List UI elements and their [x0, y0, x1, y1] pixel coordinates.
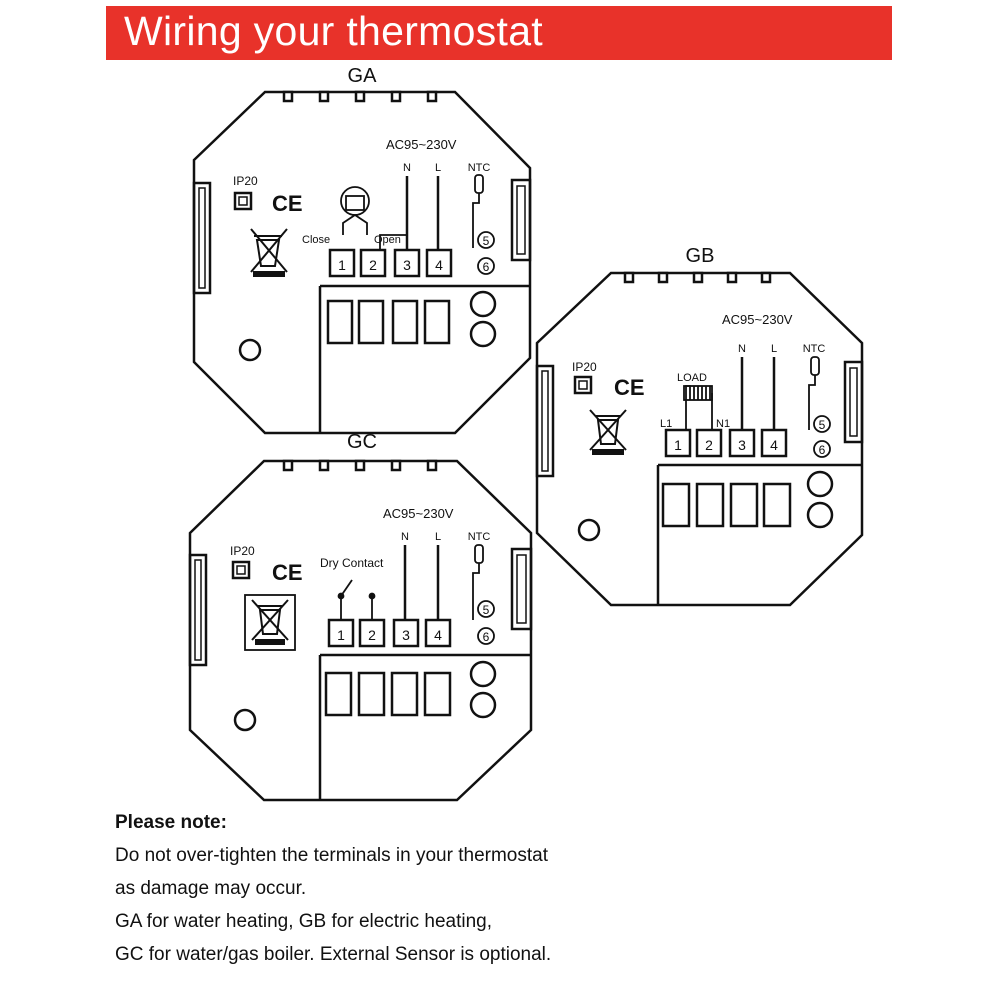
terminal-1-ga: 1	[338, 257, 346, 273]
top-tabs-gb	[623, 271, 772, 284]
mount-hole-gb	[577, 518, 601, 542]
line-l-label-ga: L	[435, 162, 441, 174]
panel-gc: GC IP20 CE AC95~230V N L	[188, 431, 533, 802]
terminal-slots-gb	[661, 482, 792, 528]
terminal-3-gc: 3	[402, 627, 410, 643]
panel-label-gc: GC	[347, 431, 377, 453]
line-n-label-ga: N	[403, 162, 411, 174]
terminal-slots-ga	[326, 299, 451, 345]
please-note-section: Please note: Do not over-tighten the ter…	[115, 806, 715, 971]
note-line: GA for water heating, GB for electric he…	[115, 911, 493, 932]
terminal-1-gb: 1	[674, 437, 682, 453]
ce-mark-ga: CE	[272, 191, 303, 216]
terminal-slots-gc	[324, 671, 452, 717]
panel-ga: GA IP20 CE AC95~230V N L NTC	[192, 65, 532, 435]
right-clip-gb	[843, 360, 864, 444]
mount-hole-gc	[233, 708, 257, 732]
ce-mark-gb: CE	[614, 375, 645, 400]
load-n1-label-gb: N1	[716, 418, 730, 430]
weee-bin-icon-ga	[250, 228, 288, 277]
left-clip-gc	[188, 553, 208, 667]
screw-hole-ga-2	[469, 320, 497, 348]
line-n-label-gb: N	[738, 343, 746, 355]
terminal-6-ga: 6	[483, 260, 490, 274]
valve-open-label-ga: Open	[374, 234, 401, 246]
dry-contact-symbol-gc	[337, 579, 376, 620]
screw-hole-gb-2	[806, 501, 834, 529]
panel-gb: GB IP20 CE AC95~230V N L NTC	[535, 245, 864, 607]
load-symbol-gb	[683, 385, 713, 430]
top-tabs-gc	[282, 459, 438, 472]
right-clip-ga	[510, 178, 532, 262]
screw-hole-gc-2	[469, 691, 497, 719]
terminal-2-gc: 2	[368, 627, 376, 643]
ip-rating-ga: IP20	[233, 174, 258, 188]
ntc-sensor-icon-gb: 5 6	[808, 356, 831, 458]
title-banner: Wiring your thermostat	[106, 6, 892, 60]
note-heading: Please note:	[115, 812, 227, 833]
valve-symbol-ga	[340, 186, 407, 250]
load-label-gb: LOAD	[677, 372, 707, 384]
note-line: Do not over-tighten the terminals in you…	[115, 845, 548, 866]
ip-rating-gc: IP20	[230, 544, 255, 558]
terminal-4-gb: 4	[770, 437, 778, 453]
terminal-block-gc: 1 2 3 4	[327, 618, 452, 648]
ce-mark-gc: CE	[272, 560, 303, 585]
terminal-4-gc: 4	[434, 627, 442, 643]
terminal-1-gc: 1	[337, 627, 345, 643]
mount-hole-ga	[238, 338, 262, 362]
terminal-2-ga: 2	[369, 257, 377, 273]
terminal-6-gc: 6	[483, 630, 490, 644]
valve-close-label-ga: Close	[302, 234, 330, 246]
weee-bin-icon-gb	[589, 409, 627, 455]
ntc-sensor-icon-ga: 5 6	[472, 174, 495, 275]
supply-label-gb: AC95~230V	[722, 312, 793, 327]
panel-label-gb: GB	[686, 245, 715, 267]
left-clip-ga	[192, 181, 212, 295]
note-line: GC for water/gas boiler. External Sensor…	[115, 944, 552, 965]
line-n-label-gc: N	[401, 531, 409, 543]
supply-label-gc: AC95~230V	[383, 506, 454, 521]
screw-hole-gc-1	[469, 660, 497, 688]
terminal-5-gb: 5	[819, 418, 826, 432]
supply-label-ga: AC95~230V	[386, 137, 457, 152]
ntc-label-ga: NTC	[468, 162, 491, 174]
screw-hole-gb-1	[806, 470, 834, 498]
terminal-block-gb: 1 2 3 4	[664, 428, 788, 458]
line-l-label-gc: L	[435, 531, 441, 543]
terminal-3-ga: 3	[403, 257, 411, 273]
right-clip-gc	[510, 547, 533, 631]
ntc-sensor-icon-gc: 5 6	[472, 544, 495, 645]
terminal-6-gb: 6	[819, 443, 826, 457]
ntc-label-gc: NTC	[468, 531, 491, 543]
line-l-label-gb: L	[771, 343, 777, 355]
terminal-4-ga: 4	[435, 257, 443, 273]
terminal-3-gb: 3	[738, 437, 746, 453]
weee-bin-icon-gc	[244, 594, 296, 651]
terminal-block-ga: 1 2 3 4	[328, 248, 453, 278]
dry-contact-label-gc: Dry Contact	[320, 556, 384, 570]
ntc-label-gb: NTC	[803, 343, 826, 355]
ip-rating-gb: IP20	[572, 360, 597, 374]
screw-hole-ga-1	[469, 290, 497, 318]
left-clip-gb	[535, 364, 555, 478]
terminal-2-gb: 2	[705, 437, 713, 453]
panel-label-ga: GA	[348, 65, 378, 87]
note-line: as damage may occur.	[115, 878, 307, 899]
panel-outline-gb	[535, 271, 864, 607]
terminal-5-gc: 5	[483, 603, 490, 617]
terminal-5-ga: 5	[483, 234, 490, 248]
top-tabs-ga	[282, 90, 438, 103]
page-title: Wiring your thermostat	[124, 8, 544, 54]
load-l1-label-gb: L1	[660, 418, 672, 430]
